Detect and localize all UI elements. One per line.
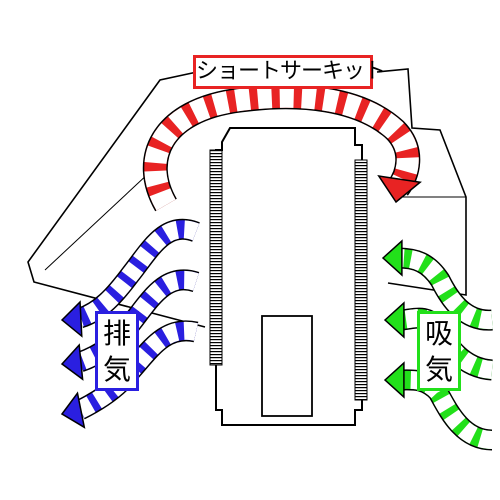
short-circuit-arrow-body [144, 85, 419, 211]
intake-arrow-2-stripes [399, 309, 494, 379]
exhaust-arrow-1 [60, 218, 200, 338]
intake-label-char-2: 気 [424, 353, 453, 386]
short-circuit-arrow-head [377, 175, 422, 204]
intake-arrow-3 [383, 361, 493, 451]
intake-label-char-1: 吸 [424, 317, 453, 350]
exhaust-label-char-2: 気 [102, 353, 131, 386]
exhaust-label-char-1: 排 [102, 317, 131, 350]
intake-arrow-1 [381, 239, 493, 331]
exhaust-label: 排 気 [95, 311, 139, 391]
intake-label: 吸 気 [417, 311, 461, 391]
left-heatsink-fins [209, 149, 223, 366]
intake-arrow-3-head [383, 361, 405, 399]
intake-arrow-1-stripes [397, 249, 493, 330]
case-outline [27, 68, 467, 328]
intake-arrow-1-head [381, 239, 403, 277]
exhaust-arrow-1-stripes [76, 220, 200, 327]
short-circuit-arrow [142, 84, 422, 212]
short-circuit-label: ショートサーキット [193, 55, 386, 89]
intake-arrow-3-stripes [399, 370, 493, 449]
card-module [209, 127, 368, 426]
exhaust-arrow-3-head [60, 391, 86, 429]
intake-arrow-2-head [383, 301, 405, 339]
exhaust-arrow-1-head [60, 300, 83, 338]
right-heatsink-fins [354, 159, 368, 401]
card-window [261, 315, 313, 417]
exhaust-arrow-2-head [60, 343, 84, 381]
